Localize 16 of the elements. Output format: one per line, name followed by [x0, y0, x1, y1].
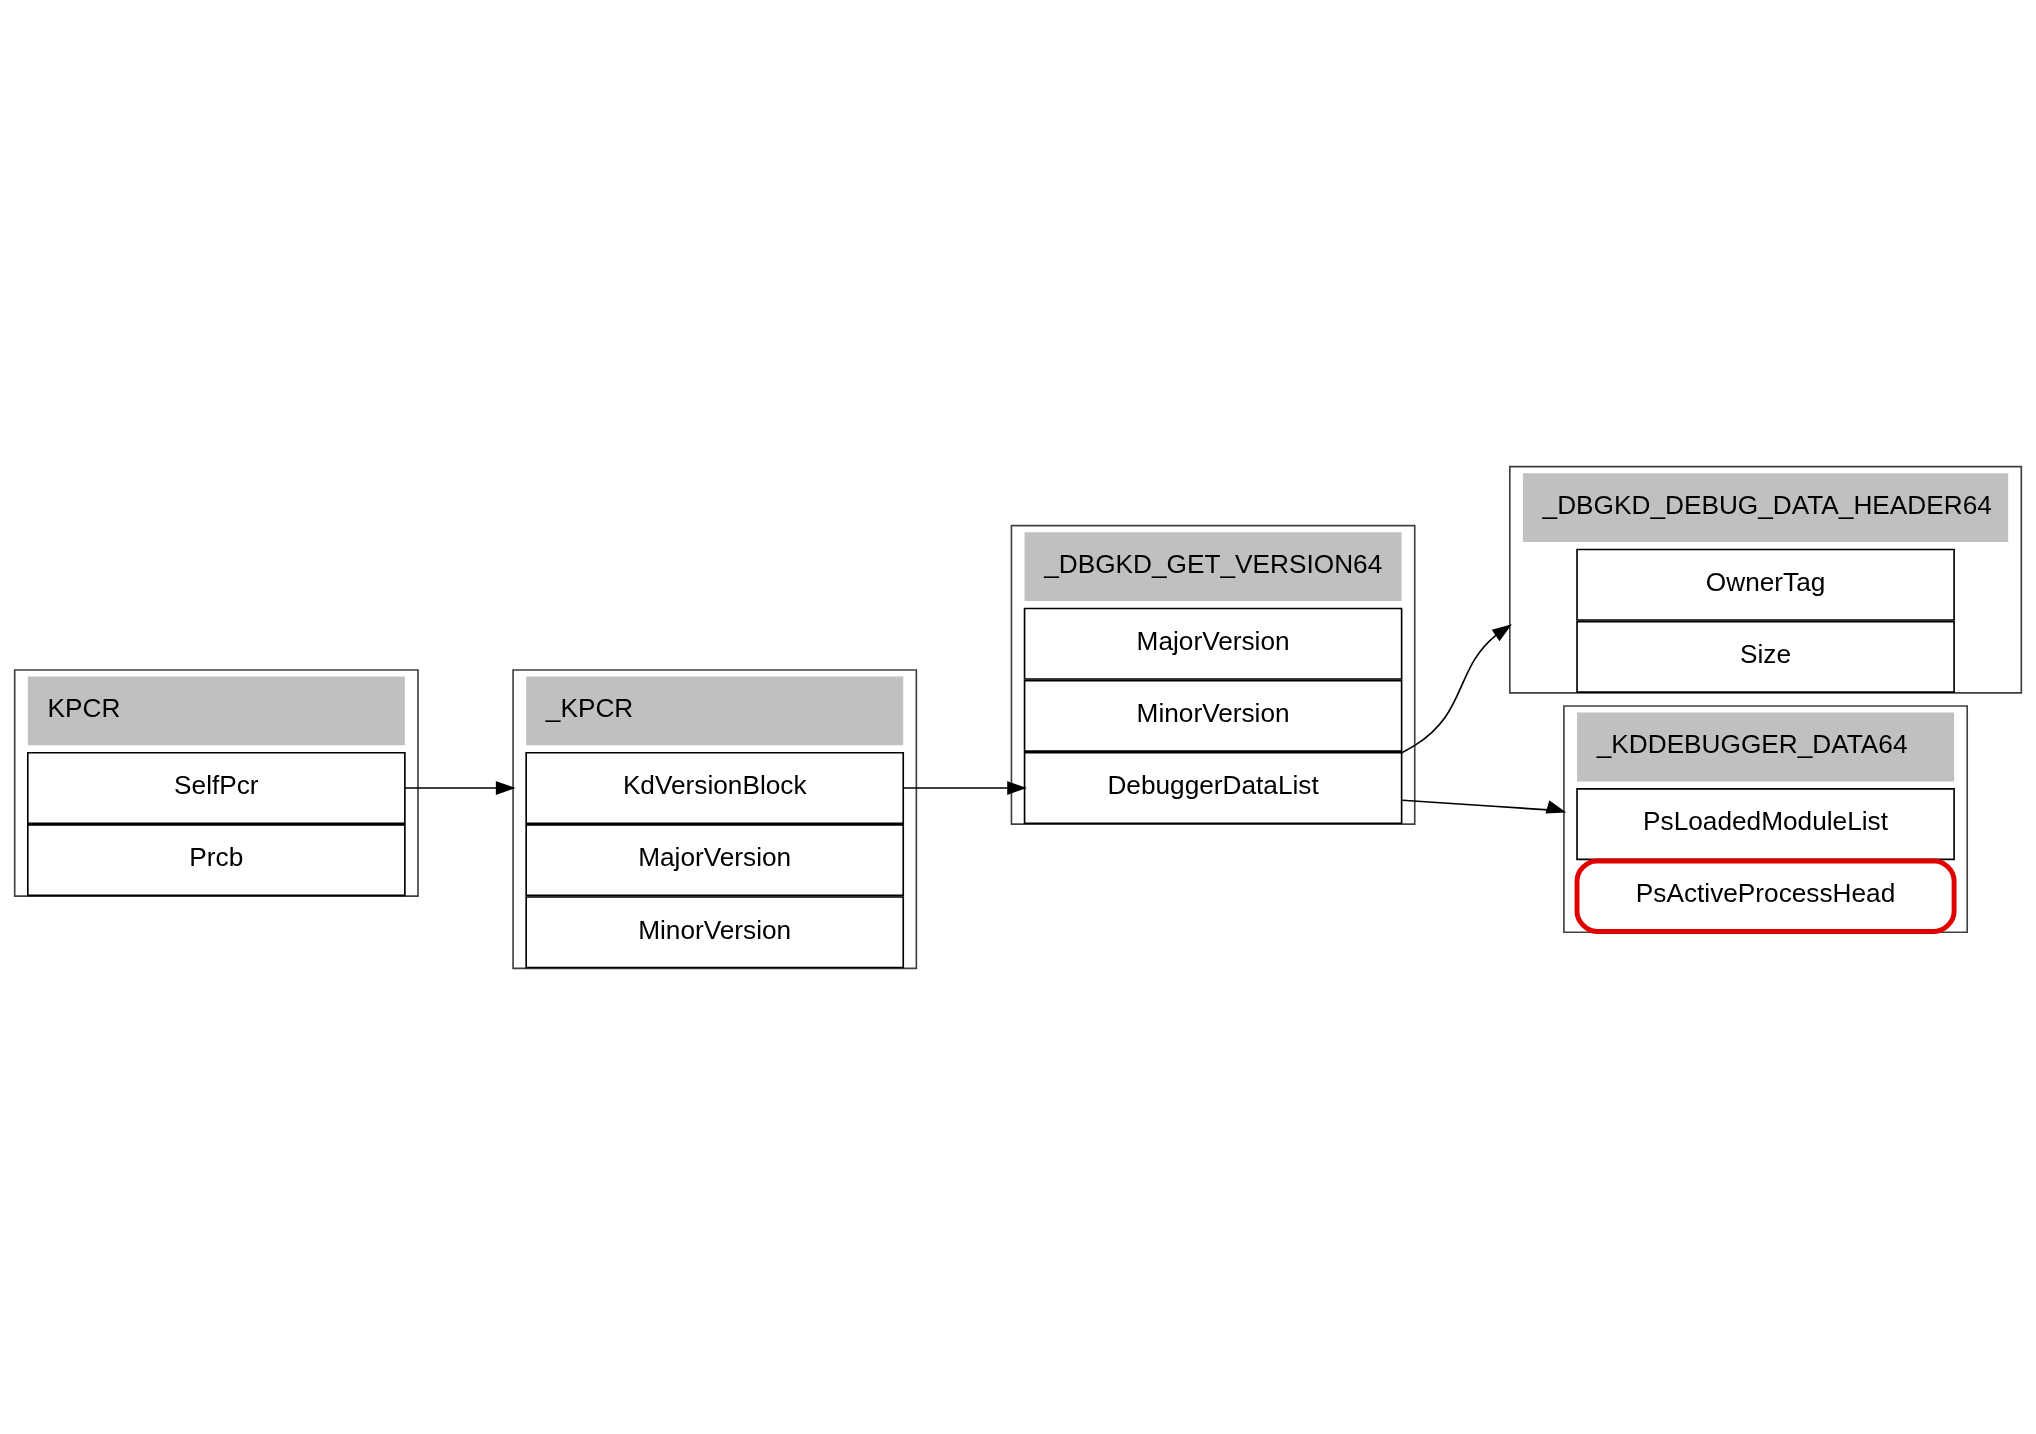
node-box: Prcb: [27, 823, 406, 896]
node-box: Size: [1576, 620, 1955, 693]
node-box: DebuggerDataList: [1023, 751, 1403, 824]
arrow: [404, 780, 516, 795]
node-box: MajorVersion: [1023, 607, 1403, 680]
node-box: MinorVersion: [1023, 679, 1403, 752]
node-box: PsLoadedModuleList: [1576, 787, 1955, 860]
arrow: [902, 780, 1027, 795]
node-box: MajorVersion: [525, 823, 905, 896]
arrow: [1400, 623, 1512, 754]
node-box: OwnerTag: [1576, 548, 1955, 621]
node-box: MinorVersion: [525, 895, 905, 968]
node-box: PsActiveProcessHead: [1574, 858, 1957, 934]
arrow: [1401, 799, 1567, 814]
node-box: SelfPcr: [27, 751, 406, 824]
node-box: KdVersionBlock: [525, 751, 905, 824]
